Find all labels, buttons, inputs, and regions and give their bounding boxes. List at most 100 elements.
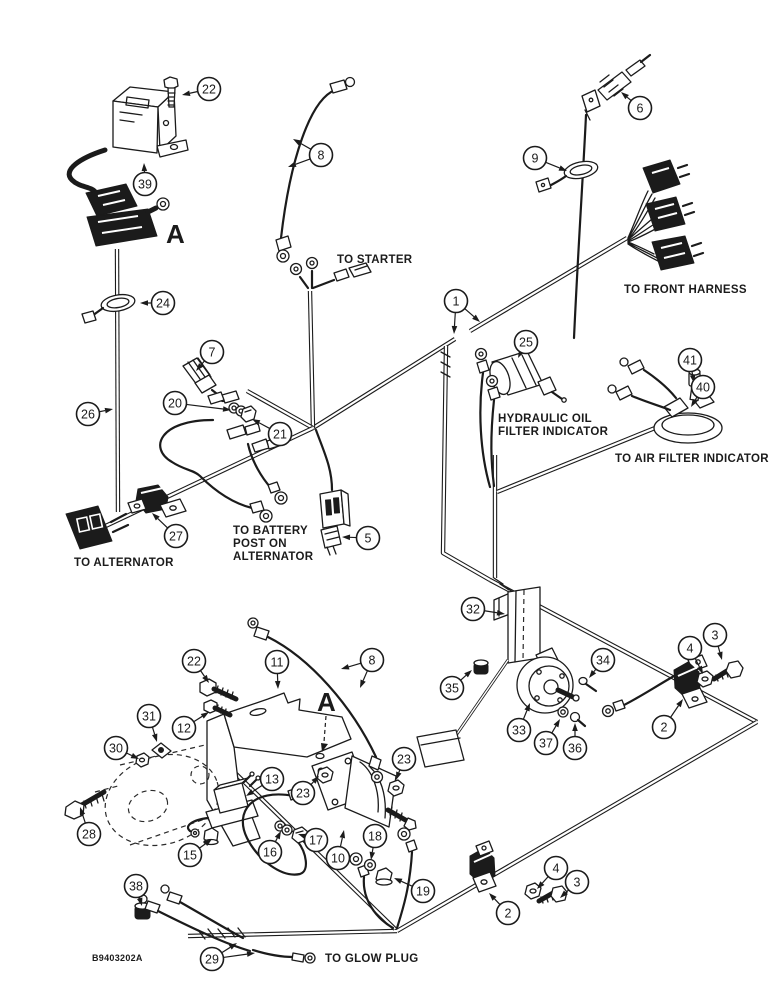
callout-17-number: 17 <box>309 833 323 847</box>
callout-11: 11 <box>264 649 290 689</box>
callout-34: 34 <box>589 647 616 678</box>
front-harness-connectors-art <box>627 159 705 271</box>
callout-24-number: 24 <box>156 296 170 310</box>
callout-32: 32 <box>460 596 505 622</box>
label-to-air-filter: TO AIR FILTER INDICATOR <box>615 453 769 465</box>
callout-25-number: 25 <box>519 335 533 349</box>
glow-plug-wires-art <box>138 884 316 964</box>
callout-36: 36 <box>562 723 588 761</box>
clamp-2-bottom-art <box>469 840 497 893</box>
wire-8-bottom-art <box>247 617 384 784</box>
callout-26: 26 <box>75 401 113 427</box>
air-filter-indicator-art <box>607 357 723 444</box>
callout-5-number: 5 <box>365 531 372 545</box>
label-hydraulic-line2: FILTER INDICATOR <box>498 426 609 438</box>
nut-4-right-art <box>696 670 714 688</box>
starter-wires-art <box>289 256 372 290</box>
callout-22-bottom-number: 22 <box>187 654 201 668</box>
bolt-3-right-art <box>711 660 744 682</box>
sender-wire-art <box>572 113 588 340</box>
relay-13-art <box>186 771 261 838</box>
callout-13: 13 <box>246 766 285 796</box>
callout-28: 28 <box>76 807 102 847</box>
callout-25: 25 <box>513 329 539 358</box>
label-to-front-harness: TO FRONT HARNESS <box>624 284 747 296</box>
callout-15: 15 <box>177 839 212 868</box>
callout-22-top: 22 <box>182 76 222 102</box>
alternator-connector-art <box>65 505 130 550</box>
label-to-battery-line2: POST ON <box>233 538 287 550</box>
square-nut-31-art <box>151 742 172 759</box>
clamp-9-art <box>535 160 599 193</box>
connector-5-art <box>314 428 351 556</box>
bolt-22-top-art <box>163 76 179 108</box>
horn-art <box>516 647 580 714</box>
callout-23-right: 23 <box>391 746 417 780</box>
label-to-glow-plug: TO GLOW PLUG <box>325 953 418 965</box>
a-reference-leader <box>321 715 328 752</box>
callout-1-number: 1 <box>453 294 460 308</box>
callout-3-right-number: 3 <box>712 628 719 642</box>
callout-3-right: 3 <box>702 622 728 660</box>
callout-16: 16 <box>257 831 283 865</box>
callout-31-number: 31 <box>142 709 156 723</box>
callout-22-bottom: 22 <box>181 648 209 683</box>
callout-33-number: 33 <box>512 723 526 737</box>
callout-21-number: 21 <box>273 427 287 441</box>
callout-35: 35 <box>439 670 472 701</box>
callout-40: 40 <box>690 374 716 407</box>
wire-8-top-art <box>275 76 356 263</box>
callout-27: 27 <box>152 513 189 549</box>
callout-39: 39 <box>132 163 158 197</box>
callout-26-number: 26 <box>81 407 95 421</box>
hardware-cluster-art <box>207 390 283 453</box>
label-figure-code: B9403202A <box>92 953 143 963</box>
callout-23-left: 23 <box>290 776 319 806</box>
voltage-regulator-art <box>66 86 189 196</box>
callout-2-right-number: 2 <box>661 720 668 734</box>
callout-4-right: 4 <box>677 635 703 674</box>
callout-28-number: 28 <box>82 827 96 841</box>
callout-27-number: 27 <box>169 529 183 543</box>
callout-22-top-number: 22 <box>202 82 216 96</box>
callout-37-number: 37 <box>539 736 553 750</box>
nut-23-left-art <box>316 766 334 784</box>
harness-hatch-marks <box>197 351 517 940</box>
callout-31: 31 <box>136 703 162 742</box>
callout-10: 10 <box>325 830 351 871</box>
callout-2-bottom-number: 2 <box>505 906 512 920</box>
regulator-connectors-art <box>85 183 170 247</box>
callout-6-number: 6 <box>637 101 644 115</box>
callout-7: 7 <box>196 339 225 371</box>
label-to-starter: TO STARTER <box>337 254 413 266</box>
callout-9-number: 9 <box>532 151 539 165</box>
callout-20-number: 20 <box>168 396 182 410</box>
callout-12: 12 <box>171 712 209 741</box>
horn-bracket-art <box>416 586 541 768</box>
callout-32-number: 32 <box>466 602 480 616</box>
nut-30-art <box>135 752 150 768</box>
callout-24: 24 <box>140 290 176 316</box>
callout-18-number: 18 <box>368 829 382 843</box>
callout-18: 18 <box>362 823 388 860</box>
battery-post-wires-art <box>159 418 288 523</box>
label-to-alternator: TO ALTERNATOR <box>74 557 174 569</box>
bolt-12-art <box>203 699 233 718</box>
hydraulic-indicator-art <box>474 347 567 489</box>
ring-wires-18-19-art <box>349 827 418 930</box>
callout-4-right-number: 4 <box>687 641 694 655</box>
callout-30-number: 30 <box>109 741 123 755</box>
callout-33: 33 <box>506 703 532 743</box>
callout-35-number: 35 <box>445 681 459 695</box>
callout-2-bottom: 2 <box>489 893 521 926</box>
callout-7-number: 7 <box>209 345 216 359</box>
callout-11-number: 11 <box>271 655 284 669</box>
callout-4-bottom-number: 4 <box>553 861 560 875</box>
callout-29: 29 <box>199 943 255 972</box>
callout-15-number: 15 <box>183 848 197 862</box>
callout-37: 37 <box>533 719 560 756</box>
horn-wire-art <box>601 674 676 718</box>
callout-41: 41 <box>677 347 703 383</box>
